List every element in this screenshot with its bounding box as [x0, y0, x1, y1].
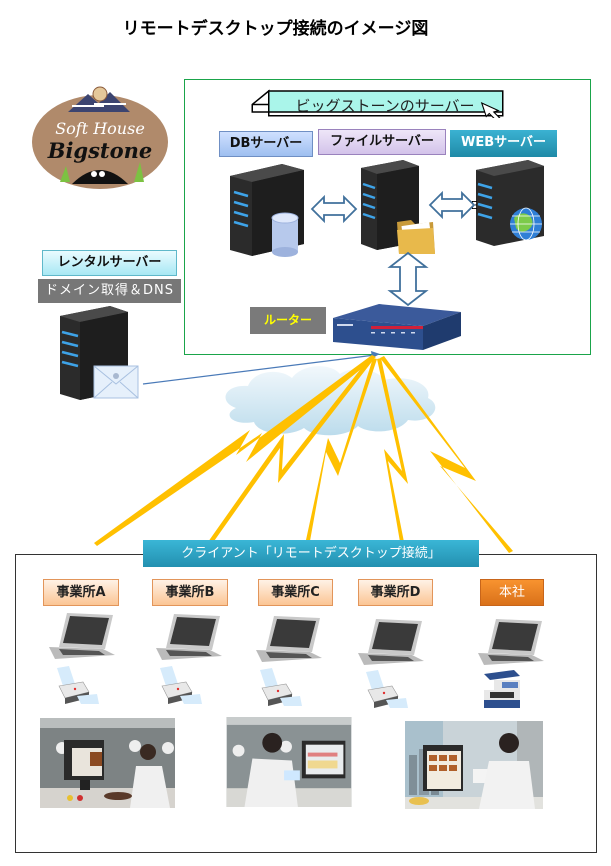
- db-server-label: DBサーバー: [219, 131, 313, 157]
- laptop-icon: [156, 614, 222, 660]
- rental-server-icon: [60, 306, 139, 400]
- office-d-label: 事業所D: [358, 579, 433, 606]
- db-server-icon: [230, 164, 304, 257]
- lightning-link-a: [94, 355, 376, 546]
- printer-icon: [57, 666, 99, 704]
- client-banner: クライアント「リモートデスクトップ接続」: [143, 540, 479, 567]
- lightning-link-c: [306, 358, 377, 541]
- logo-line1: Soft House: [55, 119, 145, 138]
- folder-icon: [397, 220, 435, 254]
- domain-dns-label: ドメイン取得＆DNS: [38, 279, 181, 303]
- laptop-icon: [358, 619, 424, 665]
- server-banner-label: ビッグストーンのサーバー: [295, 97, 475, 115]
- chef-reviewing-schedule-photo: [226, 717, 352, 807]
- lightning-link-b: [208, 357, 374, 544]
- file-server-icon: [361, 160, 435, 254]
- office-a-label: 事業所A: [43, 579, 119, 606]
- laptop-icon: [256, 616, 322, 662]
- chef-reviewing-menu-photo: [405, 721, 543, 809]
- cursor-icon: [480, 101, 501, 118]
- multifunction-printer-icon: [484, 670, 520, 708]
- printer-icon: [260, 668, 302, 706]
- globe-icon: [510, 207, 542, 241]
- database-icon: [271, 212, 299, 257]
- file-server-label: ファイルサーバー: [318, 129, 446, 155]
- kitchen-staff-using-monitor-photo: [40, 718, 175, 808]
- mail-envelope-icon: [93, 365, 139, 399]
- laptop-icon: [49, 613, 115, 659]
- router-icon: [333, 304, 461, 350]
- printer-icon: [160, 666, 202, 704]
- rental-to-router-link: [142, 354, 376, 385]
- printer-icon: [366, 670, 408, 708]
- server-banner-shape: [251, 89, 504, 118]
- rental-server-label: レンタルサーバー: [42, 250, 177, 276]
- office-b-label: 事業所B: [152, 579, 228, 606]
- office-c-label: 事業所C: [258, 579, 333, 606]
- server-group-frame: [184, 79, 591, 355]
- double-arrow-db-file-icon: [310, 194, 358, 224]
- double-arrow-file-router-icon: [387, 251, 429, 307]
- router-label: ルーター: [250, 307, 326, 334]
- laptop-icon: [478, 619, 544, 665]
- logo-line2: Bigstone: [47, 138, 153, 163]
- page-title-text: リモートデスクトップ接続のイメージ図: [122, 19, 429, 39]
- page-title: リモートデスクトップ接続のイメージ図: [0, 14, 611, 39]
- double-arrow-file-web-icon: [428, 190, 476, 220]
- bigstone-logo-icon: Soft House Bigstone: [32, 86, 168, 189]
- headquarters-label: 本社: [480, 579, 544, 606]
- web-server-label: WEBサーバー: [450, 130, 557, 157]
- web-server-icon: [476, 160, 544, 246]
